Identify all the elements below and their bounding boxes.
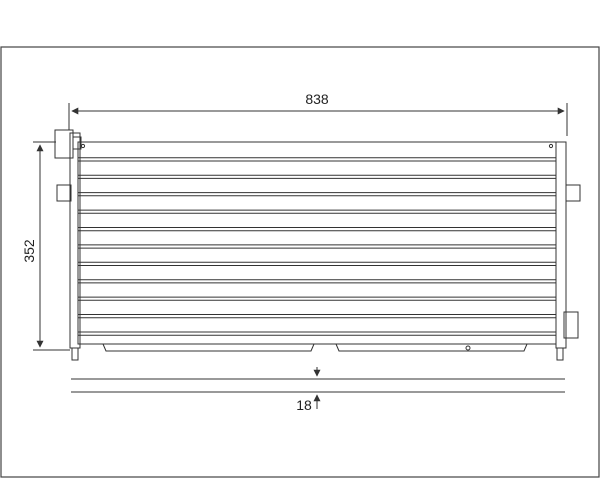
height-label: 352 xyxy=(21,239,37,263)
core-tubes xyxy=(78,157,556,336)
condenser-core xyxy=(54,129,581,361)
right-bottom-pin xyxy=(556,347,564,361)
width-dimension xyxy=(68,103,568,136)
right-mounting-bracket xyxy=(565,184,581,202)
drawing-border xyxy=(0,46,600,478)
left-mounting-bracket xyxy=(56,184,72,202)
thickness-dimension xyxy=(71,367,565,409)
height-dimension xyxy=(33,141,70,351)
right-outlet-connector xyxy=(563,311,579,339)
bottom-rail xyxy=(102,343,528,352)
core-outline xyxy=(77,141,557,345)
width-label: 838 xyxy=(305,91,329,107)
thickness-label: 18 xyxy=(296,397,312,413)
drain-hole xyxy=(465,345,471,351)
left-bottom-pin xyxy=(71,347,79,361)
